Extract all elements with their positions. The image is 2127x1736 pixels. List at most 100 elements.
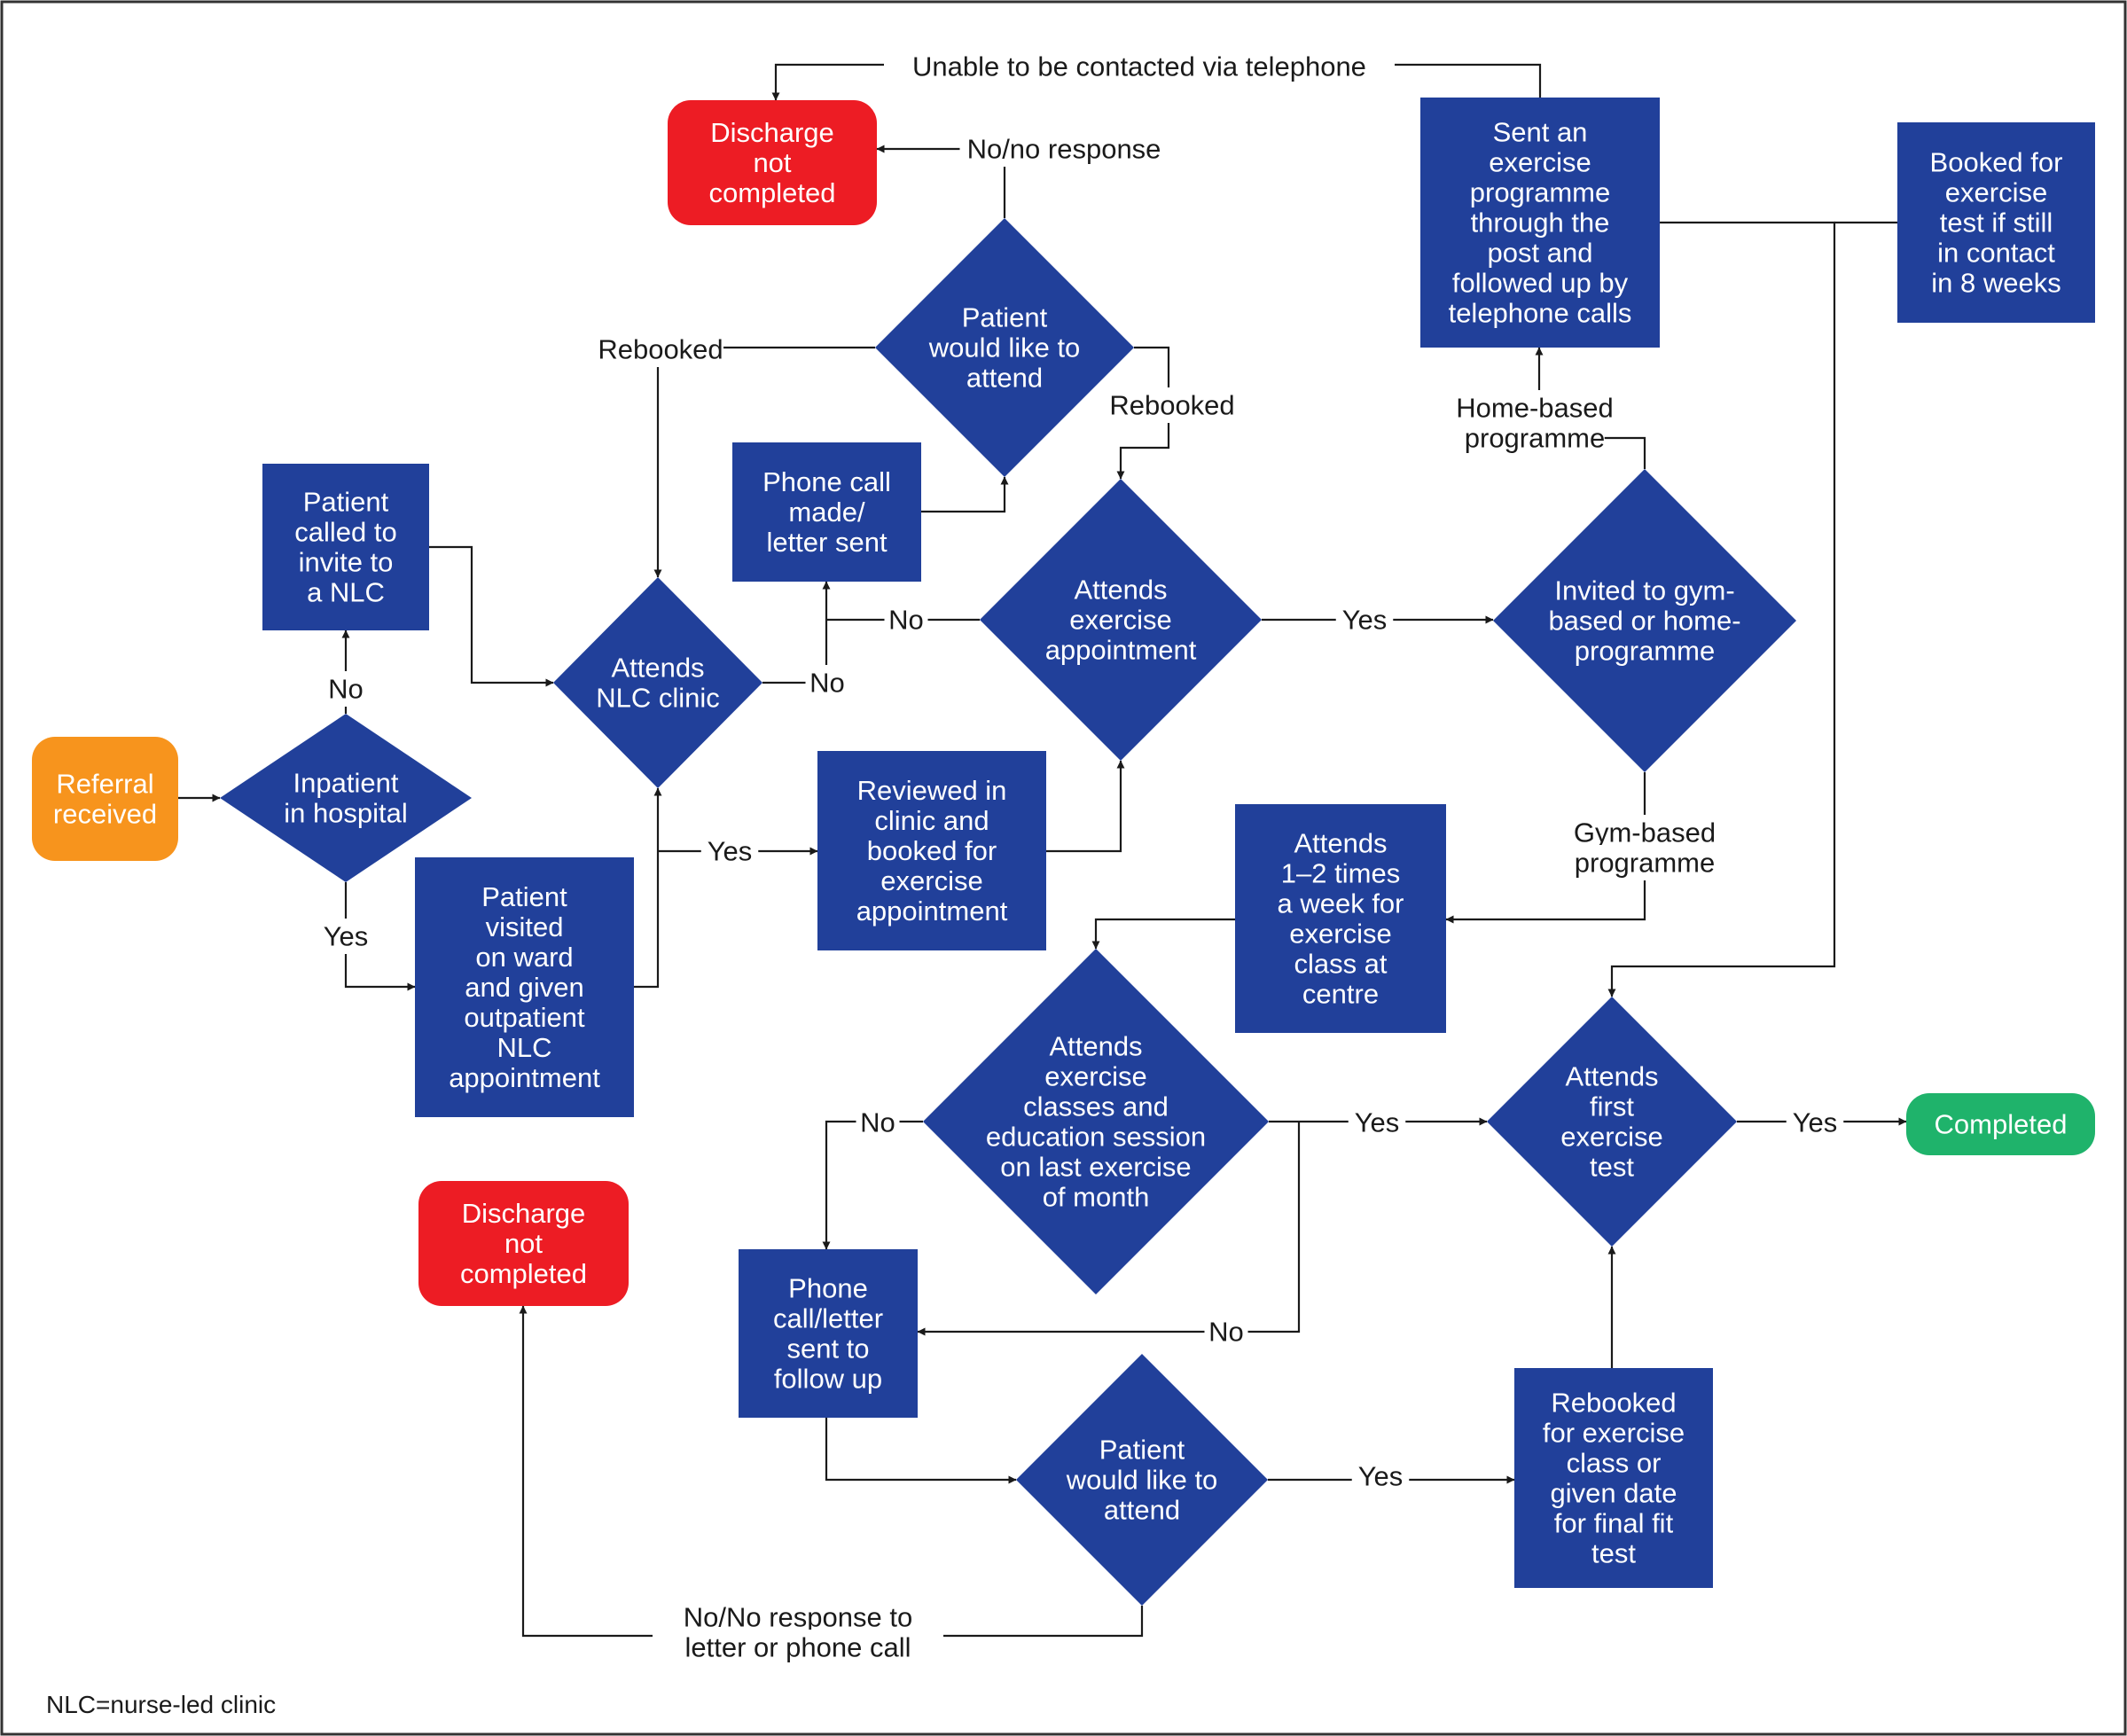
node-label-line: exercise — [1945, 177, 2047, 208]
decision-shape — [553, 577, 762, 788]
node-label-line: 1–2 times — [1281, 858, 1400, 889]
edge-label-text-bg — [1786, 1105, 1844, 1140]
edge-classes-return — [917, 1122, 1301, 1336]
node-label-line: of month — [1043, 1182, 1150, 1213]
decision-shape — [1016, 1354, 1268, 1606]
node-label-line: test — [1591, 1538, 1636, 1569]
node-label-line: letter sent — [766, 527, 888, 558]
process-shape — [1235, 804, 1446, 1033]
edge-label-text-line: No/no response — [967, 134, 1161, 165]
edge-label-no-response: No/no response — [959, 131, 1169, 167]
node-label-line: would like to — [928, 332, 1081, 364]
terminal-shape — [418, 1181, 629, 1306]
edge-label-text-bg — [1458, 390, 1612, 426]
edge-label-yes-nlc: Yes — [700, 833, 759, 869]
node-label-line: exercise — [880, 865, 982, 896]
edge-label-text-bg — [1109, 387, 1235, 423]
node-label-line: telephone calls — [1449, 298, 1632, 329]
node-label-line: not — [504, 1228, 543, 1259]
node-label-line: Attends — [1074, 575, 1167, 606]
edge-label-text-bg — [598, 332, 723, 367]
node-label-line: attend — [1104, 1495, 1180, 1526]
node-label-line: programme — [1575, 636, 1716, 667]
node-label-line: Phone call — [762, 466, 891, 497]
node-label-line: on last exercise — [1000, 1152, 1191, 1183]
edge-label-text-bg — [1465, 420, 1605, 456]
node-label-line: called to — [294, 517, 396, 548]
node-label-line: Patient — [481, 881, 567, 912]
node-invited: Invited to gym-based or home-programme — [1493, 469, 1796, 772]
node-label-line: would like to — [1066, 1465, 1218, 1496]
node-label-line: programme — [1470, 177, 1611, 208]
node-label-line: through the — [1471, 207, 1610, 239]
node-label-line: Discharge — [710, 117, 834, 148]
node-label-line: clinic and — [874, 805, 989, 836]
node-label-line: not — [753, 147, 791, 178]
node-label-line: in hospital — [284, 798, 408, 829]
node-label-line: post and — [1488, 238, 1593, 269]
edge-label-text-bg — [1575, 815, 1715, 850]
node-label-line: in contact — [1937, 238, 2055, 269]
edge-label-unable-contact: Unable to be contacted via telephone — [884, 49, 1395, 84]
node-label-line: Referral — [56, 769, 153, 800]
node-label-line: Inpatient — [293, 768, 399, 799]
edge-label-no-classes: No — [856, 1105, 900, 1140]
edge-phone-attendbottom — [825, 1418, 1017, 1484]
edge-label-text-bg — [959, 131, 1169, 167]
edge-label-text-line: Rebooked — [1109, 390, 1234, 421]
node-label-line: attend — [966, 363, 1043, 394]
edge-label-text-bg — [1335, 602, 1394, 637]
edge-label-text-line: programme — [1575, 848, 1716, 879]
edge-label-text-line: No — [860, 1107, 895, 1138]
edge-phone-attendtop — [921, 476, 1009, 513]
node-label-line: Invited to gym- — [1554, 575, 1734, 606]
process-shape — [817, 751, 1046, 950]
node-label-line: sent to — [786, 1333, 869, 1365]
edge-label-no-appt: No — [884, 602, 928, 637]
edge-label-text-bg — [805, 665, 849, 700]
node-label-line: Attends — [1565, 1061, 1658, 1092]
edge-inpatient-ward — [344, 882, 416, 991]
node-label-line: exercise — [1289, 919, 1391, 950]
decision-shape — [1493, 469, 1796, 772]
edge-label-text-line: Yes — [1358, 1461, 1404, 1492]
node-label-line: education session — [986, 1122, 1206, 1153]
node-label-line: Patient — [962, 302, 1048, 333]
edge-label-text-bg — [1348, 1105, 1406, 1140]
node-label-line: in 8 weeks — [1931, 268, 2061, 299]
edge-label-text-line: letter or phone call — [684, 1632, 911, 1663]
node-label-line: class or — [1567, 1448, 1662, 1479]
edge-label-yes-ward: Yes — [317, 919, 375, 954]
node-label-line: received — [53, 799, 157, 830]
edge-label-no-invite: No — [324, 671, 368, 707]
node-label-line: completed — [708, 177, 835, 208]
edge-label-text-line: Yes — [1342, 605, 1388, 636]
process-shape — [1897, 122, 2095, 323]
process-shape — [1514, 1368, 1713, 1588]
edge-label-text-bg — [700, 833, 759, 869]
node-label-line: for final fit — [1554, 1508, 1674, 1539]
edge-label-yes-first: Yes — [1786, 1105, 1844, 1140]
process-shape — [732, 442, 921, 582]
decision-shape — [980, 479, 1262, 761]
edge-label-text-line: No — [1208, 1317, 1244, 1348]
terminal-shape — [668, 100, 877, 225]
node-label-line: for exercise — [1543, 1418, 1685, 1449]
edge-centre-classes — [1091, 918, 1235, 950]
node-label-line: exercise — [1560, 1122, 1662, 1153]
node-label-line: appointment — [449, 1062, 600, 1093]
node-label-line: visited — [486, 911, 564, 942]
process-shape — [1420, 98, 1660, 348]
edge-label-no-nlc: No — [805, 665, 849, 700]
